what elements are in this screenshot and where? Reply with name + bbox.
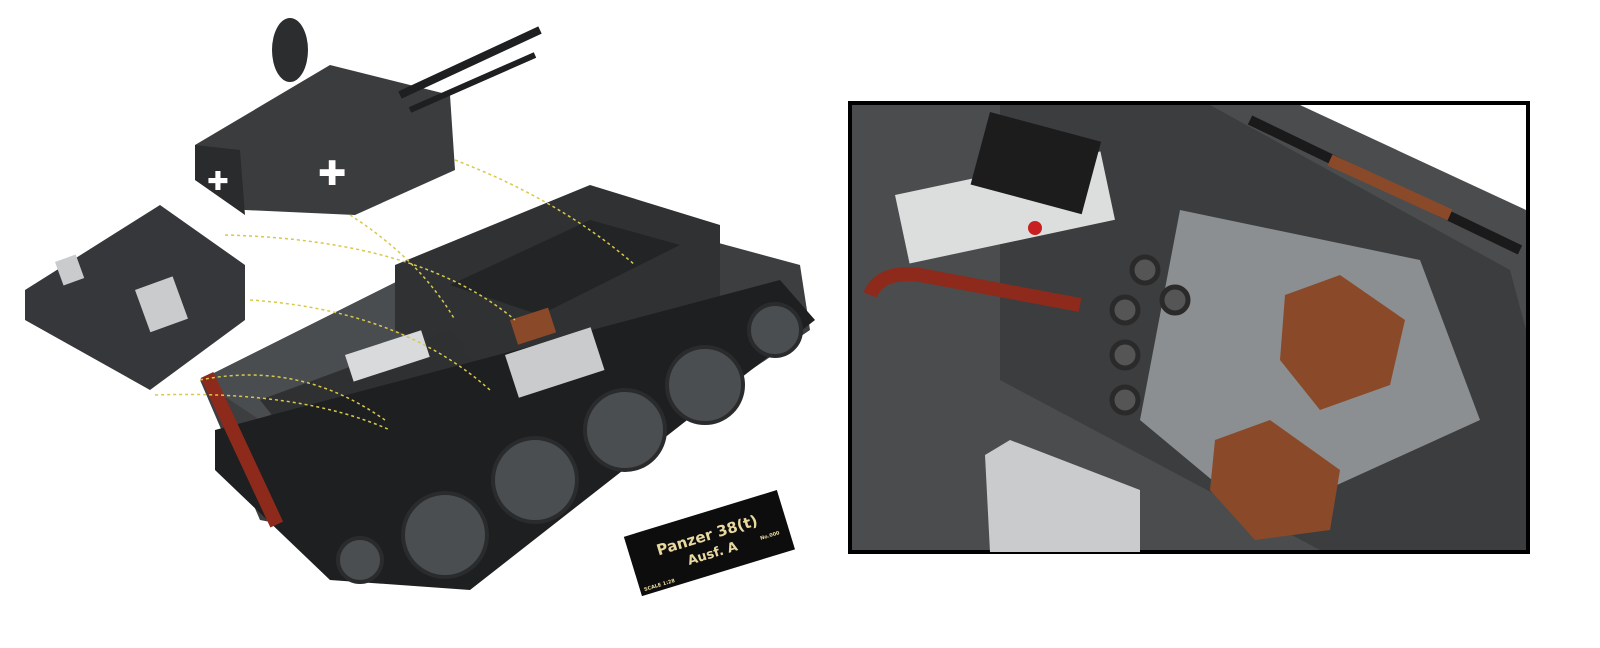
plaque-number: No.000 (760, 530, 781, 542)
name-plaque: Panzer 38(t) Ausf. A No.000 SCALE 1:28 (623, 490, 795, 597)
grille-plate (504, 327, 605, 398)
engine-block (345, 330, 430, 382)
engine-deck-panel (25, 205, 245, 390)
crate (510, 307, 557, 345)
svg-text:✚: ✚ (318, 154, 347, 194)
svg-text:✚: ✚ (207, 167, 229, 197)
inset-detail-view (848, 101, 1530, 554)
exhaust-pipe (200, 372, 284, 528)
tank-tracks (215, 280, 815, 590)
turret: ✚ ✚ (195, 18, 542, 215)
assembly-guide-lines (154, 159, 636, 431)
